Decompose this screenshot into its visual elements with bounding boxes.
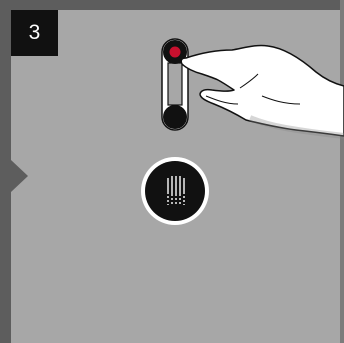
- dial-icon[interactable]: [141, 157, 209, 225]
- pointing-hand-icon: [181, 45, 344, 136]
- selector-knob-icon[interactable]: [162, 39, 188, 130]
- nav-arrow-icon[interactable]: [11, 160, 28, 192]
